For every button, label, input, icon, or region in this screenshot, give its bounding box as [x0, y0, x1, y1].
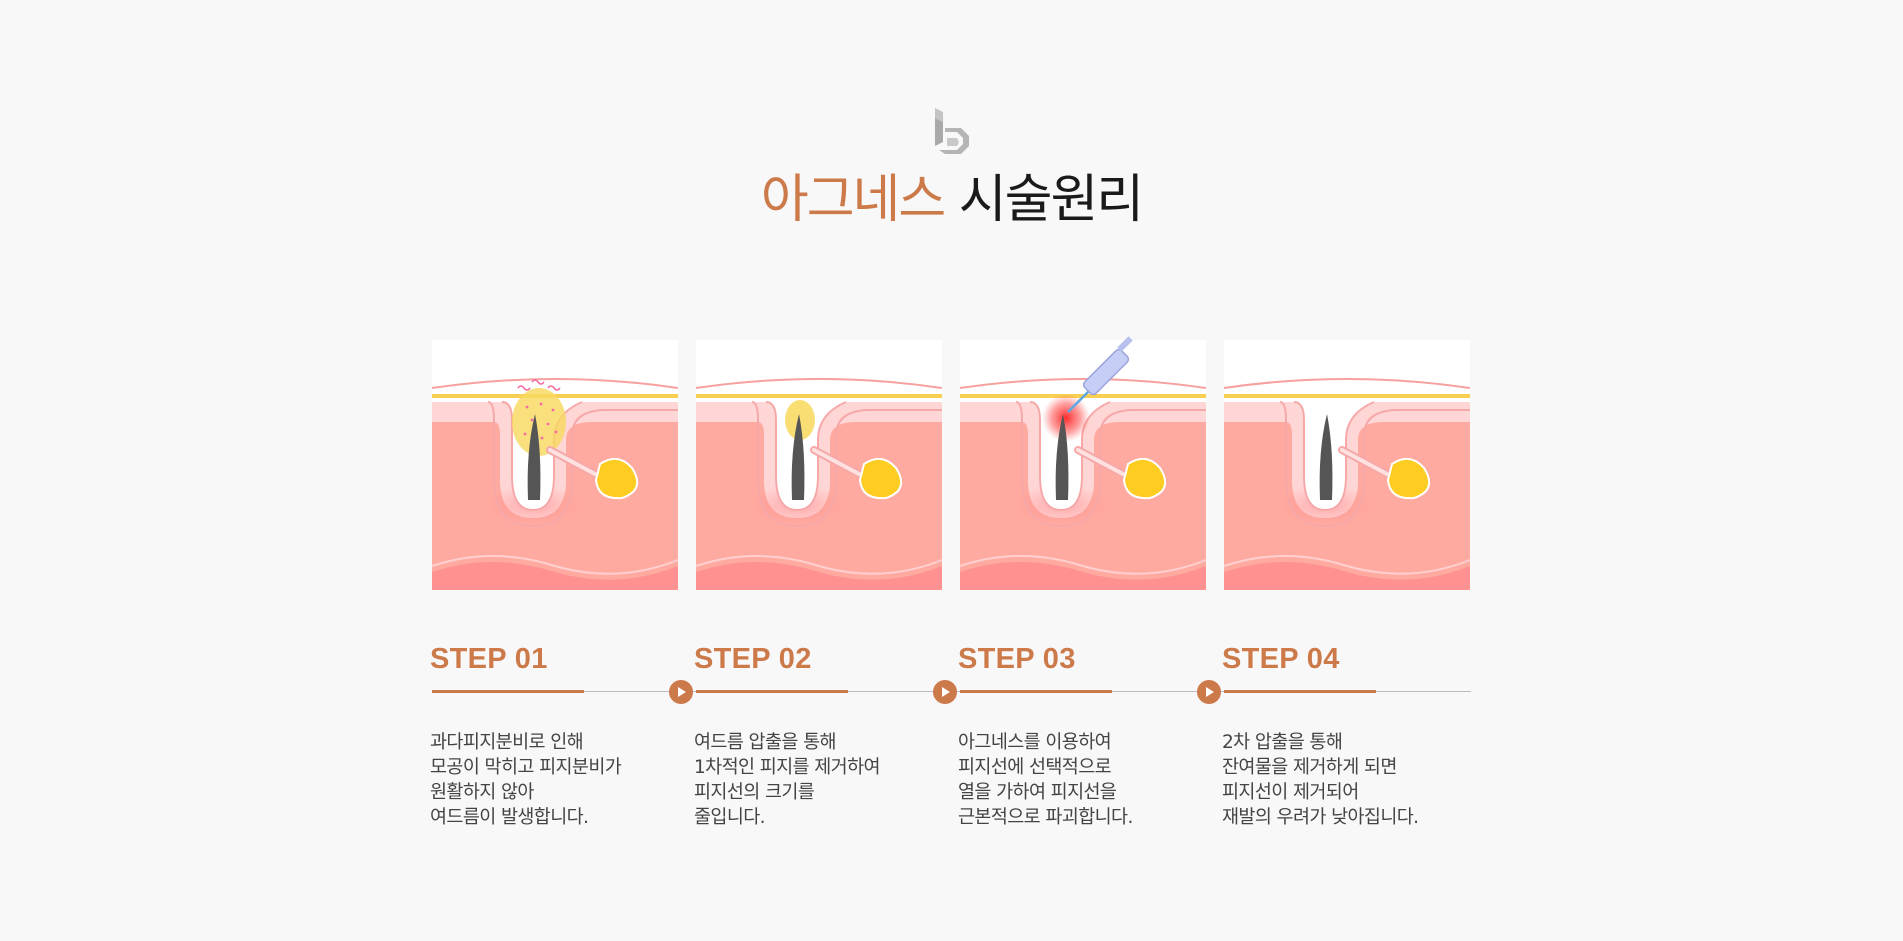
description-line: 피지선에 선택적으로: [958, 757, 1112, 778]
description-line: 줄입니다.: [694, 807, 766, 828]
play-icon: [1197, 680, 1221, 704]
description-line: 원활하지 않아: [430, 782, 534, 803]
timeline-segment-04: [1224, 690, 1376, 693]
needle-icon: [1067, 336, 1133, 413]
description-line: 재발의 우려가 낮아집니다.: [1222, 807, 1419, 828]
description-line: 잔여물을 제거하게 되면: [1222, 757, 1397, 778]
timeline-segment-03: [960, 690, 1112, 693]
description-line: 피지선이 제거되어: [1222, 782, 1359, 803]
step-03-illustration: [959, 336, 1207, 590]
brand-logo-icon: [935, 108, 969, 154]
step-02-title: STEP 02: [694, 643, 812, 675]
step-03-title: STEP 03: [958, 643, 1076, 675]
step-03-description: 아그네스를 이용하여 피지선에 선택적으로 열을 가하여 피지선을 근본적으로 …: [958, 730, 1133, 830]
play-icon: [669, 680, 693, 704]
title-rest: 시술원리: [958, 170, 1144, 230]
step-01-description: 과다피지분비로 인해 모공이 막히고 피지분비가 원활하지 않아 여드름이 발생…: [430, 730, 622, 830]
description-line: 열을 가하여 피지선을: [958, 782, 1117, 803]
timeline-segment-01: [432, 690, 584, 693]
description-line: 과다피지분비로 인해: [430, 732, 584, 753]
description-line: 아그네스를 이용하여: [958, 732, 1112, 753]
step-02-illustration: [695, 340, 943, 590]
description-line: 모공이 막히고 피지분비가: [430, 757, 622, 778]
play-icon: [933, 680, 957, 704]
description-line: 여드름 압출을 통해: [694, 732, 837, 753]
step-02-description: 여드름 압출을 통해 1차적인 피지를 제거하여 피지선의 크기를 줄입니다.: [694, 730, 881, 830]
page-title: 아그네스 시술원리: [0, 168, 1903, 232]
timeline-segment-02: [696, 690, 848, 693]
description-line: 근본적으로 파괴합니다.: [958, 807, 1133, 828]
description-line: 여드름이 발생합니다.: [430, 807, 589, 828]
step-04-title: STEP 04: [1222, 643, 1340, 675]
step-01-illustration: [431, 340, 679, 590]
step-01-title: STEP 01: [430, 643, 548, 675]
step-04-illustration: [1223, 340, 1471, 590]
description-line: 피지선의 크기를: [694, 782, 815, 803]
step-04-description: 2차 압출을 통해 잔여물을 제거하게 되면 피지선이 제거되어 재발의 우려가…: [1222, 730, 1419, 830]
step-illustrations: [431, 336, 1471, 590]
title-accent: 아그네스: [760, 170, 946, 230]
description-line: 1차적인 피지를 제거하여: [694, 757, 881, 778]
description-line: 2차 압출을 통해: [1222, 732, 1343, 753]
